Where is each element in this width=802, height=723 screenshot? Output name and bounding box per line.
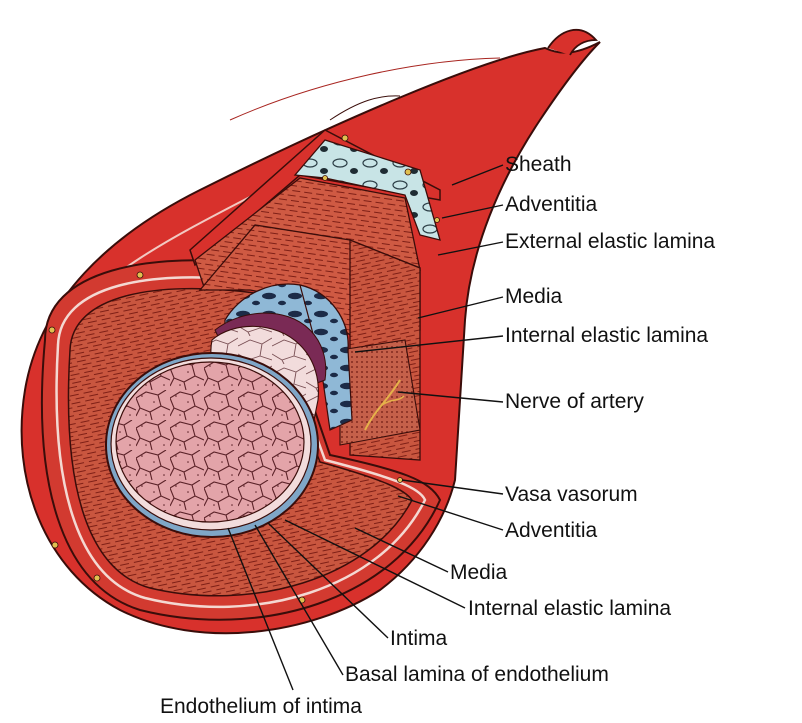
label-adventitia-top: Adventitia — [505, 193, 598, 216]
label-internal-elastic-lamina-top: Internal elastic lamina — [505, 324, 709, 347]
label-basal-lamina: Basal lamina of endothelium — [345, 663, 609, 686]
label-adventitia-bottom: Adventitia — [505, 519, 598, 542]
label-intima: Intima — [390, 627, 448, 650]
label-endothelium: Endothelium of intima — [160, 695, 362, 718]
label-media-bottom: Media — [450, 561, 508, 584]
leader-lines — [227, 164, 504, 691]
sheath-layer — [293, 139, 441, 241]
endothelium-surface — [115, 361, 305, 523]
label-sheath: Sheath — [505, 153, 572, 176]
label-nerve-of-artery: Nerve of artery — [505, 390, 644, 413]
label-external-elastic-lamina: External elastic lamina — [505, 230, 716, 253]
label-vasa-vasorum: Vasa vasorum — [505, 483, 638, 506]
vasa-vasorum-dots — [48, 134, 440, 604]
label-internal-elastic-lamina-bottom: Internal elastic lamina — [468, 597, 672, 620]
label-media-top: Media — [505, 285, 563, 308]
